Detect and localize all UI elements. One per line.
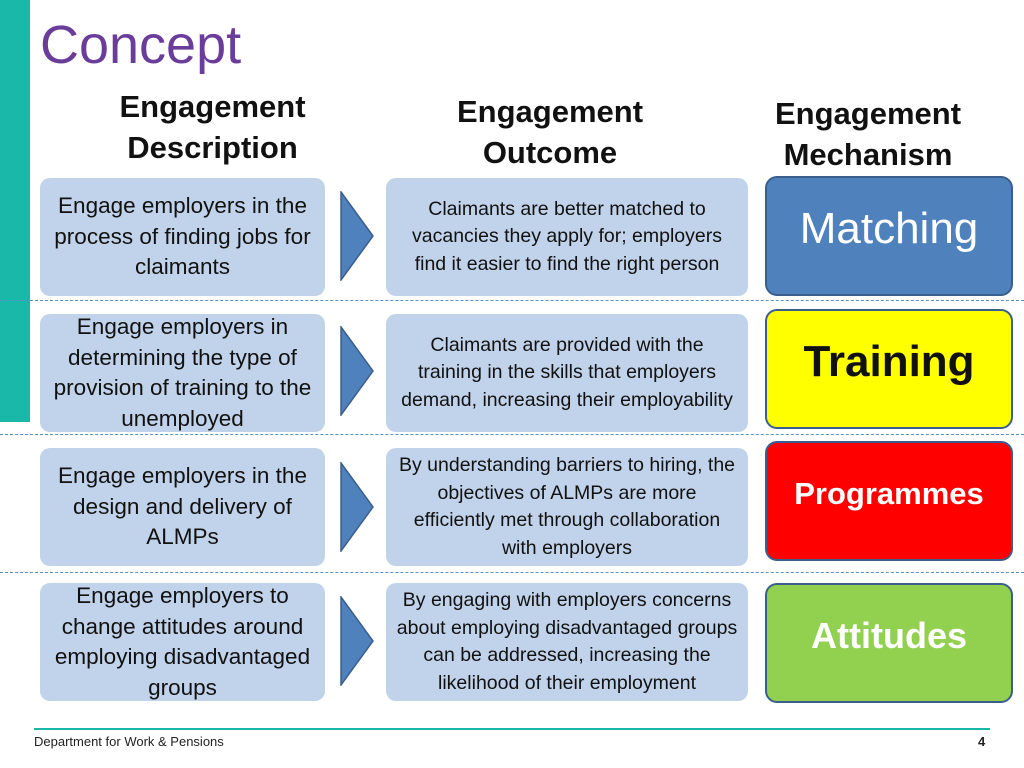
mechanism-box-programmes: Programmes <box>765 441 1013 561</box>
page-number: 4 <box>978 734 986 749</box>
mechanism-box-attitudes: Attitudes <box>765 583 1013 703</box>
slide-title: Concept <box>40 15 242 75</box>
header-mechanism: Engagement Mechanism <box>748 93 988 175</box>
description-box-1: Engage employers in the process of findi… <box>40 178 325 296</box>
outcome-box-1: Claimants are better matched to vacancie… <box>386 178 748 296</box>
outcome-box-2: Claimants are provided with the training… <box>386 314 748 432</box>
arrow-shape <box>340 596 374 686</box>
outcome-box-4: By engaging with employers concerns abou… <box>386 583 748 701</box>
row-divider <box>0 434 1024 435</box>
header-outcome-line2: Outcome <box>482 135 618 170</box>
header-mechanism-line1: Engagement <box>774 96 962 131</box>
arrow-shape <box>340 462 374 552</box>
footer-line <box>34 728 990 730</box>
description-box-3: Engage employers in the design and deliv… <box>40 448 325 566</box>
arrow-icon <box>340 596 374 686</box>
arrow-shape <box>340 326 374 416</box>
mechanism-label-training: Training <box>803 337 975 386</box>
mechanism-box-matching: Matching <box>765 176 1013 296</box>
row-divider <box>0 572 1024 573</box>
header-description-line1: Engagement <box>119 89 306 124</box>
header-outcome-line1: Engagement <box>456 94 644 129</box>
arrow-icon <box>340 462 374 552</box>
arrow-icon <box>340 326 374 416</box>
mechanism-label-programmes: Programmes <box>794 476 984 511</box>
footer-department: Department for Work & Pensions <box>34 734 224 749</box>
mechanism-label-matching: Matching <box>799 204 979 253</box>
arrow-icon <box>340 191 374 281</box>
header-description-line2: Description <box>127 130 298 165</box>
accent-bar <box>0 0 30 422</box>
description-box-2: Engage employers in determining the type… <box>40 314 325 432</box>
mechanism-label-attitudes: Attitudes <box>811 615 967 656</box>
row-divider <box>0 300 1024 301</box>
header-description: Engagement Description <box>95 86 330 168</box>
header-outcome: Engagement Outcome <box>430 91 670 173</box>
outcome-box-3: By understanding barriers to hiring, the… <box>386 448 748 566</box>
header-mechanism-line2: Mechanism <box>783 137 953 172</box>
arrow-shape <box>340 191 374 281</box>
mechanism-box-training: Training <box>765 309 1013 429</box>
description-box-4: Engage employers to change attitudes aro… <box>40 583 325 701</box>
